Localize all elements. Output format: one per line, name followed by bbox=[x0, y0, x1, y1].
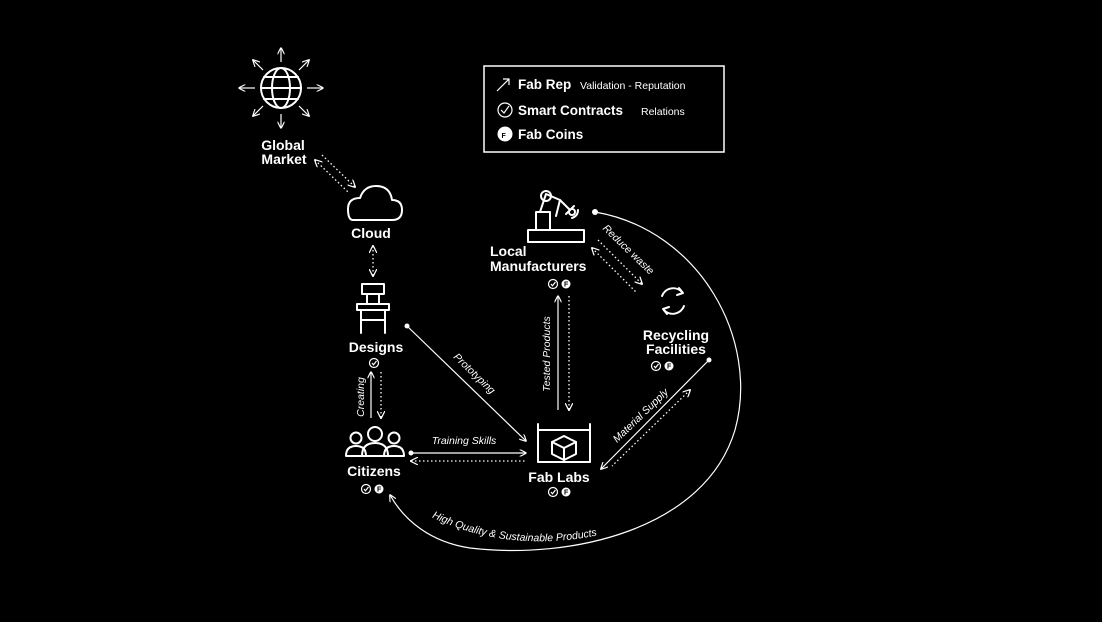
svg-text:F: F bbox=[564, 282, 569, 289]
designs-badges bbox=[368, 357, 380, 369]
creating-label: Creating bbox=[355, 377, 367, 417]
local-manufacturers-label-line1: Local bbox=[490, 243, 527, 259]
fab-lab-icon bbox=[537, 423, 591, 463]
training-link bbox=[408, 451, 527, 462]
fab-labs-label: Fab Labs bbox=[528, 469, 590, 485]
legend-smart-contracts-title: Smart Contracts bbox=[518, 103, 623, 118]
citizens-badges: F bbox=[360, 483, 384, 495]
high-quality-label: High Quality & Sustainable Products bbox=[430, 509, 598, 544]
global-cloud-link bbox=[315, 154, 355, 193]
legend-smart-contracts-sub: Relations bbox=[641, 106, 685, 118]
legend: Fab Rep Validation - Reputation Smart Co… bbox=[483, 65, 725, 153]
robot-arm-icon bbox=[527, 190, 585, 243]
globe-icon bbox=[239, 48, 323, 128]
svg-text:F: F bbox=[564, 490, 569, 497]
prototyping-label: Prototyping bbox=[451, 351, 498, 397]
manufacturers-badges: F bbox=[547, 278, 571, 290]
training-skills-label: Training Skills bbox=[432, 435, 497, 447]
prototyping-link bbox=[404, 323, 527, 442]
fab-rep-icon bbox=[496, 78, 510, 92]
creating-link bbox=[371, 372, 381, 418]
fab-labs-badges: F bbox=[547, 486, 571, 498]
global-market-label-line1: Global bbox=[261, 137, 305, 153]
cloud-icon bbox=[347, 185, 403, 221]
svg-text:F: F bbox=[377, 487, 382, 494]
recycling-badges: F bbox=[650, 360, 674, 372]
recycle-icon bbox=[661, 287, 685, 315]
svg-text:F: F bbox=[667, 364, 672, 371]
legend-fab-rep-title: Fab Rep bbox=[518, 77, 571, 92]
recycling-label-line2: Facilities bbox=[646, 341, 706, 357]
tested-products-link bbox=[558, 296, 569, 410]
legend-box bbox=[483, 65, 725, 153]
material-supply-link bbox=[601, 357, 712, 470]
local-manufacturers-label-line2: Manufacturers bbox=[490, 258, 587, 274]
svg-text:F: F bbox=[502, 133, 507, 140]
chair-icon bbox=[356, 283, 390, 334]
legend-fab-rep-sub: Validation - Reputation bbox=[580, 80, 686, 92]
material-supply-label: Material Supply bbox=[611, 386, 672, 445]
recycling-label-line1: Recycling bbox=[643, 327, 709, 343]
global-market-label-line2: Market bbox=[261, 151, 306, 167]
smart-contract-icon bbox=[497, 102, 513, 118]
citizens-label: Citizens bbox=[347, 463, 401, 479]
designs-label: Designs bbox=[349, 339, 404, 355]
people-icon bbox=[345, 426, 405, 457]
cloud-label: Cloud bbox=[351, 225, 391, 241]
legend-fab-coins-title: Fab Coins bbox=[518, 127, 583, 142]
big-arc bbox=[390, 209, 742, 552]
fab-coin-icon: F bbox=[497, 126, 513, 142]
tested-products-label: Tested Products bbox=[541, 316, 553, 392]
